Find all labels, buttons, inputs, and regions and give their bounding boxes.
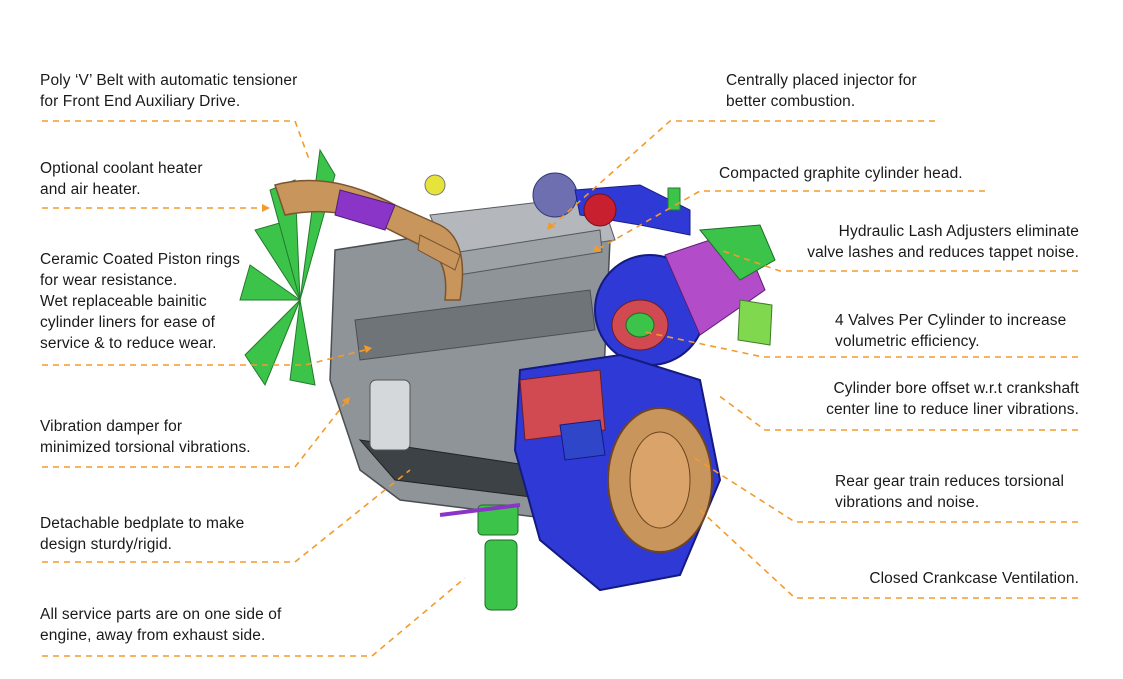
- callout-line: better combustion.: [726, 93, 856, 110]
- oil-cap: [424, 174, 446, 196]
- callout-line: Rear gear train reduces torsional: [835, 473, 1065, 490]
- leader-bedplate: [42, 469, 411, 563]
- fuel-filter: [439, 503, 521, 611]
- leader-poly-v-belt: [42, 120, 311, 163]
- callout-line: Detachable bedplate to make: [40, 515, 245, 532]
- callout-line: valve lashes and reduces tappet noise.: [807, 244, 1079, 261]
- callout-line: Wet replaceable bainitic: [40, 293, 207, 310]
- callout-bedplate: Detachable bedplate to make design sturd…: [40, 513, 244, 555]
- callout-line: and air heater.: [40, 181, 141, 198]
- callout-crankcase: Closed Crankcase Ventilation.: [869, 568, 1079, 589]
- callout-line: center line to reduce liner vibrations.: [826, 401, 1079, 418]
- turbocharger: [532, 172, 691, 236]
- callout-line: Centrally placed injector for: [726, 72, 917, 89]
- callout-service-parts: All service parts are on one side of eng…: [40, 604, 281, 646]
- callout-line: Poly ‘V’ Belt with automatic tensioner: [40, 72, 298, 89]
- callout-line: volumetric efficiency.: [835, 333, 980, 350]
- callout-line: service & to reduce wear.: [40, 335, 217, 352]
- callout-line: Hydraulic Lash Adjusters eliminate: [838, 223, 1079, 240]
- callout-line: for Front End Auxiliary Drive.: [40, 93, 241, 110]
- callout-line: Cylinder bore offset w.r.t crankshaft: [833, 380, 1079, 397]
- callout-line: 4 Valves Per Cylinder to increase: [835, 312, 1067, 329]
- callout-line: Optional coolant heater: [40, 160, 203, 177]
- leader-vibration-damper: [42, 402, 346, 468]
- leader-bore-offset: [717, 394, 1078, 431]
- callout-line: cylinder liners for ease of: [40, 314, 216, 331]
- callout-line: Compacted graphite cylinder head.: [719, 165, 963, 182]
- flywheel-housing: [513, 353, 722, 592]
- leader-valves: [644, 331, 1078, 358]
- leader-gear-train: [689, 454, 1078, 523]
- callout-line: engine, away from exhaust side.: [40, 627, 266, 644]
- callout-line: Vibration damper for: [40, 418, 183, 435]
- callout-valves: 4 Valves Per Cylinder to increase volume…: [835, 310, 1066, 352]
- callout-line: design sturdy/rigid.: [40, 536, 173, 553]
- air-cleaner: [594, 224, 776, 366]
- intake-pipe: [274, 179, 464, 301]
- callout-line: vibrations and noise.: [835, 494, 980, 511]
- callout-line: minimized torsional vibrations.: [40, 439, 251, 456]
- leader-injector: [552, 120, 935, 226]
- callout-lash-adjusters: Hydraulic Lash Adjusters eliminate valve…: [807, 221, 1079, 263]
- callout-line: for wear resistance.: [40, 272, 178, 289]
- callout-injector: Centrally placed injector for better com…: [726, 70, 917, 112]
- callout-line: Ceramic Coated Piston rings: [40, 251, 240, 268]
- callout-bore-offset: Cylinder bore offset w.r.t crankshaft ce…: [826, 378, 1079, 420]
- callout-coolant-heater: Optional coolant heater and air heater.: [40, 158, 203, 200]
- callout-gear-train: Rear gear train reduces torsional vibrat…: [835, 471, 1064, 513]
- callout-line: All service parts are on one side of: [40, 606, 282, 623]
- callout-piston-rings: Ceramic Coated Piston rings for wear res…: [40, 249, 240, 354]
- callout-vibration-damper: Vibration damper for minimized torsional…: [40, 416, 251, 458]
- callout-cylinder-head: Compacted graphite cylinder head.: [719, 163, 963, 184]
- callout-line: Closed Crankcase Ventilation.: [869, 570, 1079, 587]
- leader-lash-adjusters: [719, 249, 1078, 272]
- leader-service-parts: [42, 577, 466, 657]
- callout-poly-v-belt: Poly ‘V’ Belt with automatic tensioner f…: [40, 70, 297, 112]
